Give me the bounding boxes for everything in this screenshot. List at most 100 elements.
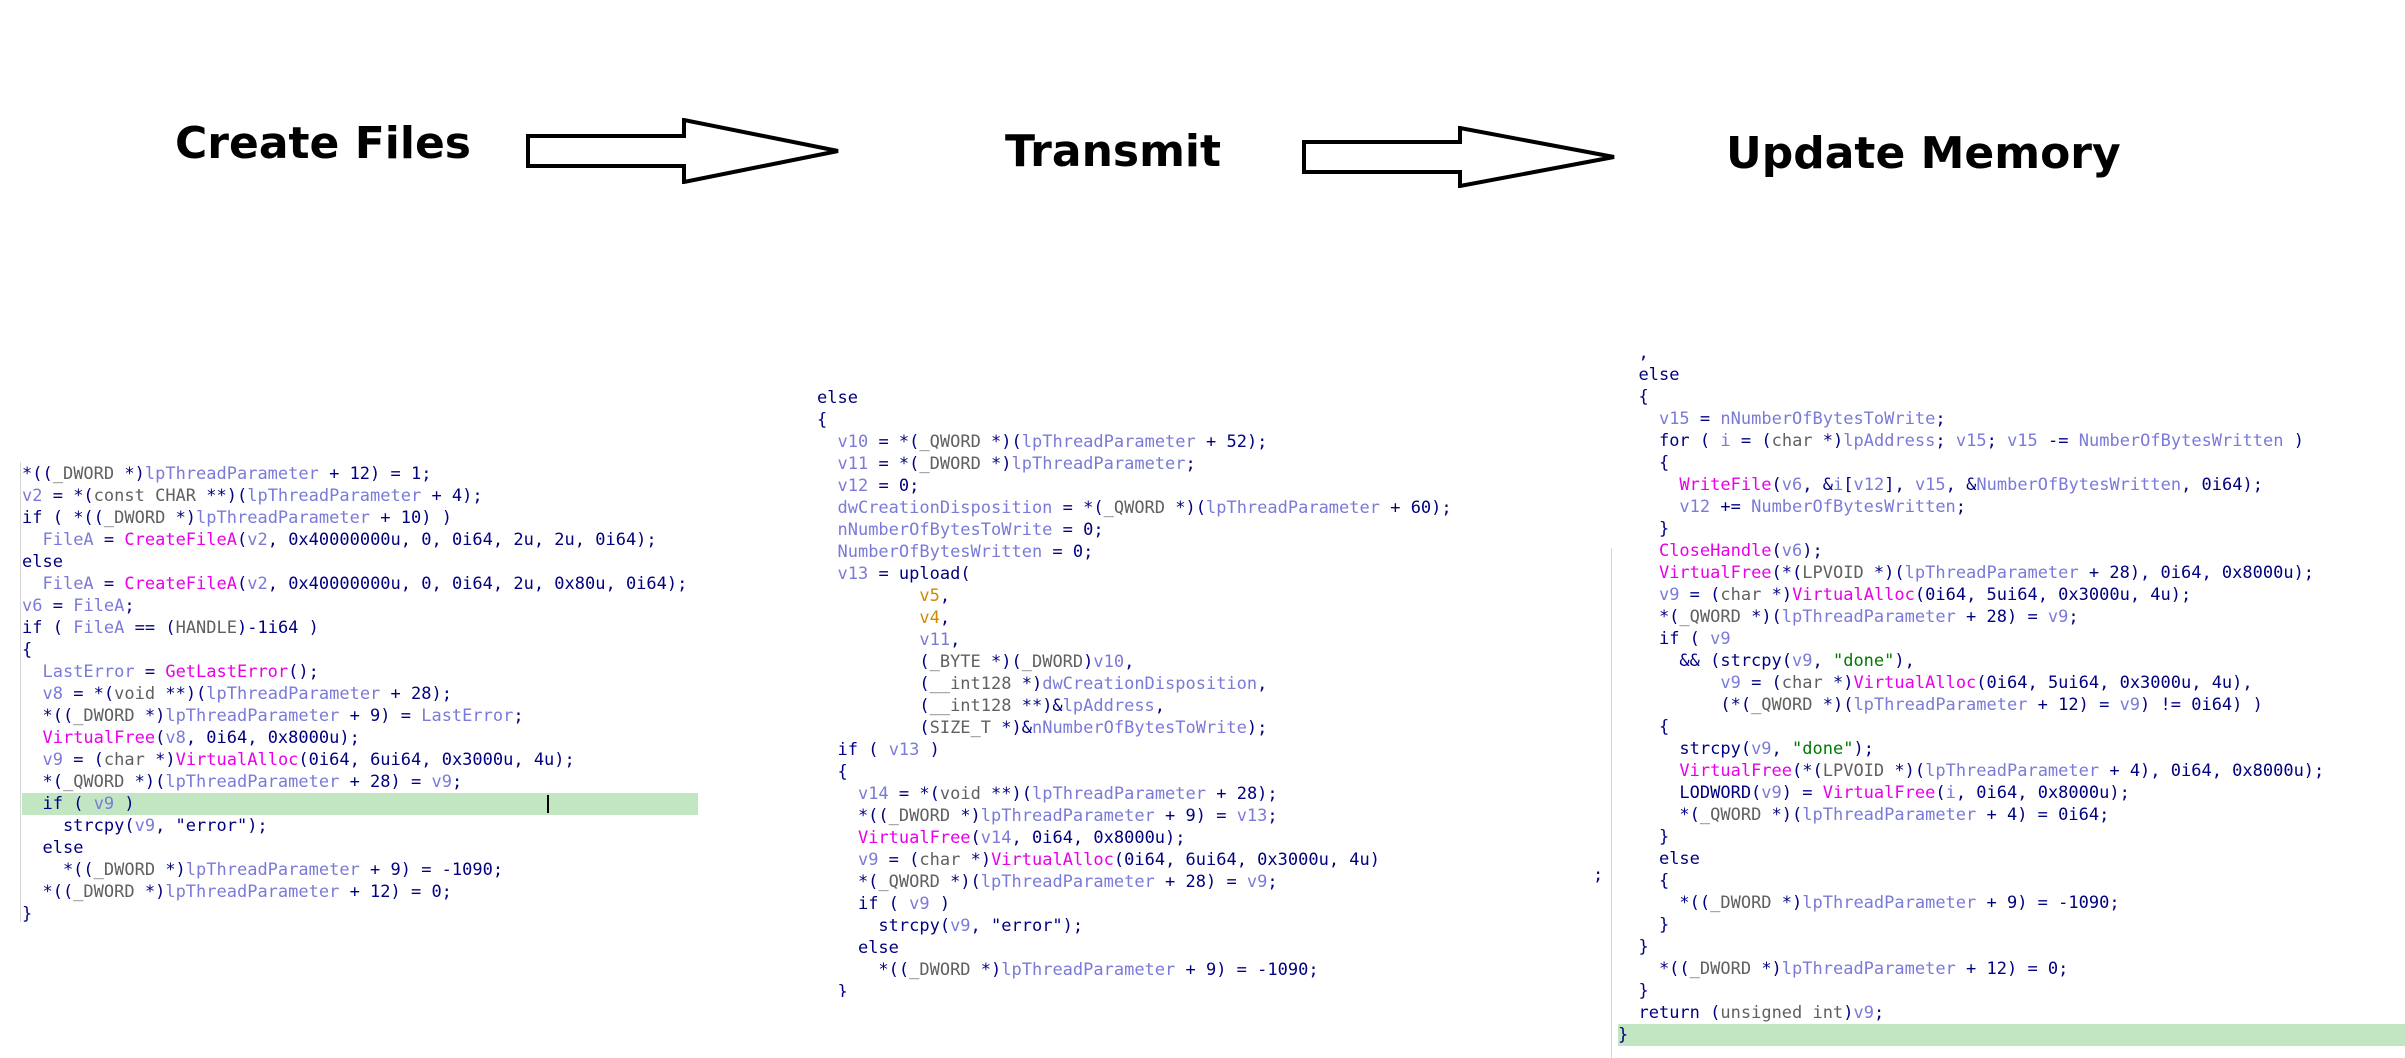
code-line[interactable]: else — [1618, 364, 2405, 386]
code-line[interactable]: if ( *((_DWORD *)lpThreadParameter + 10)… — [22, 507, 698, 529]
code-line[interactable]: if ( FileA == (HANDLE)-1i64 ) — [22, 617, 698, 639]
code-line[interactable]: strcpy(v9, "done"); — [1618, 738, 2405, 760]
code-line[interactable]: else — [22, 837, 698, 859]
code-line[interactable]: } — [1618, 936, 2405, 958]
code-line[interactable]: v11 = *(_DWORD *)lpThreadParameter; — [817, 453, 1457, 475]
code-line[interactable]: v9 = (char *)VirtualAlloc(0i64, 6ui64, 0… — [817, 849, 1457, 871]
code-line[interactable]: else — [1618, 848, 2405, 870]
code-token: *(( — [817, 806, 889, 826]
code-line[interactable]: v11, — [817, 629, 1457, 651]
code-line[interactable]: { — [1618, 870, 2405, 892]
code-line[interactable]: LastError = GetLastError(); — [22, 661, 698, 683]
code-token: v2 — [247, 530, 268, 550]
code-line[interactable]: *(_QWORD *)(lpThreadParameter + 28) = v9… — [22, 771, 698, 793]
code-token: else — [817, 388, 858, 408]
code-line[interactable]: (*(_QWORD *)(lpThreadParameter + 12) = v… — [1618, 694, 2405, 716]
code-line[interactable]: && (strcpy(v9, "done"), — [1618, 650, 2405, 672]
code-line[interactable]: else — [817, 937, 1457, 959]
code-line[interactable]: { — [22, 639, 698, 661]
code-line[interactable]: v15 = nNumberOfBytesToWrite; — [1618, 408, 2405, 430]
code-line[interactable]: { — [817, 409, 1457, 431]
code-line[interactable]: VirtualFree(*(LPVOID *)(lpThreadParamete… — [1618, 562, 2405, 584]
code-token: lpThreadParameter — [144, 464, 319, 484]
code-line[interactable]: v6 = FileA; — [22, 595, 698, 617]
code-line[interactable]: (__int128 *)dwCreationDisposition, — [817, 673, 1457, 695]
code-line[interactable]: v9 = (char *)VirtualAlloc(0i64, 5ui64, 0… — [1618, 672, 2405, 694]
code-line[interactable]: else — [22, 551, 698, 573]
code-token: VirtualFree — [1679, 761, 1793, 781]
code-line[interactable]: FileA = CreateFileA(v2, 0x40000000u, 0, … — [22, 573, 698, 595]
code-line[interactable]: VirtualFree(v8, 0i64, 0x8000u); — [22, 727, 698, 749]
code-line[interactable]: if ( v9 ) — [22, 793, 698, 815]
code-token: lpThreadParameter — [1904, 563, 2079, 583]
code-line[interactable]: v12 = 0; — [817, 475, 1457, 497]
code-line[interactable]: *((_DWORD *)lpThreadParameter + 9) = v13… — [817, 805, 1457, 827]
code-line[interactable]: *((_DWORD *)lpThreadParameter + 9) = -10… — [22, 859, 698, 881]
code-token: char — [919, 850, 961, 870]
code-line[interactable]: CloseHandle(v6); — [1618, 540, 2405, 562]
code-line[interactable]: v13 = upload( — [817, 563, 1457, 585]
code-line[interactable]: *((_DWORD *)lpThreadParameter + 9) = -10… — [1618, 892, 2405, 914]
code-line[interactable]: if ( v9 ) — [817, 893, 1457, 915]
code-line[interactable]: { — [1618, 452, 2405, 474]
code-line[interactable]: v9 = (char *)VirtualAlloc(0i64, 5ui64, 0… — [1618, 584, 2405, 606]
code-line[interactable]: VirtualFree(*(LPVOID *)(lpThreadParamete… — [1618, 760, 2405, 782]
code-line[interactable]: *(_QWORD *)(lpThreadParameter + 28) = v9… — [1618, 606, 2405, 628]
code-line[interactable]: LODWORD(v9) = VirtualFree(i, 0i64, 0x800… — [1618, 782, 2405, 804]
code-line[interactable]: *((_DWORD *)lpThreadParameter + 12) = 0; — [22, 881, 698, 903]
code-line[interactable]: } — [22, 903, 698, 925]
code-line[interactable]: nNumberOfBytesToWrite = 0; — [817, 519, 1457, 541]
code-line[interactable]: return (unsigned int)v9; — [1618, 1002, 2405, 1024]
code-line[interactable]: v8 = *(void **)(lpThreadParameter + 28); — [22, 683, 698, 705]
code-line[interactable]: strcpy(v9, "error"); — [817, 915, 1457, 937]
code-line[interactable]: NumberOfBytesWritten = 0; — [817, 541, 1457, 563]
code-line[interactable]: } — [817, 981, 1457, 997]
code-line[interactable]: dwCreationDisposition = *(_QWORD *)(lpTh… — [817, 497, 1457, 519]
code-line[interactable]: *(_QWORD *)(lpThreadParameter + 28) = v9… — [817, 871, 1457, 893]
code-line[interactable]: v10 = *(_QWORD *)(lpThreadParameter + 52… — [817, 431, 1457, 453]
code-line[interactable]: v12 += NumberOfBytesWritten; — [1618, 496, 2405, 518]
code-token: else — [1658, 849, 1700, 869]
code-line[interactable]: { — [1618, 716, 2405, 738]
code-line[interactable]: FileA = CreateFileA(v2, 0x40000000u, 0, … — [22, 529, 698, 551]
code-token: v9 — [1761, 783, 1782, 803]
code-token: } — [1618, 1025, 1629, 1045]
code-token: ; — [124, 596, 135, 616]
code-token — [817, 828, 858, 848]
code-line[interactable]: for ( i = (char *)lpAddress; v15; v15 -=… — [1618, 430, 2405, 452]
code-line[interactable]: v14 = *(void **)(lpThreadParameter + 28)… — [817, 783, 1457, 805]
code-line[interactable]: strcpy(v9, "error"); — [22, 815, 698, 837]
code-token: *) — [970, 960, 1002, 980]
code-line[interactable]: *((_DWORD *)lpThreadParameter + 9) = -10… — [817, 959, 1457, 981]
code-line[interactable]: } — [1618, 518, 2405, 540]
code-line[interactable]: v5, — [817, 585, 1457, 607]
code-token: v9 — [2047, 607, 2069, 627]
code-line[interactable]: (SIZE_T *)&nNumberOfBytesToWrite); — [817, 717, 1457, 739]
code-line[interactable]: } — [1618, 1024, 2405, 1046]
code-token: **)& — [1011, 696, 1063, 716]
code-line[interactable]: { — [1618, 386, 2405, 408]
code-line[interactable]: *(_QWORD *)(lpThreadParameter + 4) = 0i6… — [1618, 804, 2405, 826]
code-line[interactable]: (__int128 **)&lpAddress, — [817, 695, 1457, 717]
code-line[interactable]: if ( v9 — [1618, 628, 2405, 650]
code-token — [1618, 563, 1659, 583]
code-line[interactable]: } — [1618, 914, 2405, 936]
code-line[interactable]: v9 = (char *)VirtualAlloc(0i64, 6ui64, 0… — [22, 749, 698, 771]
code-line[interactable]: *((_DWORD *)lpThreadParameter + 12) = 0; — [1618, 958, 2405, 980]
code-line[interactable]: VirtualFree(v14, 0i64, 0x8000u); — [817, 827, 1457, 849]
code-line[interactable]: v2 = *(const CHAR **)(lpThreadParameter … — [22, 485, 698, 507]
code-token: *)( — [1812, 695, 1854, 715]
code-line[interactable]: WriteFile(v6, &i[v12], v15, &NumberOfByt… — [1618, 474, 2405, 496]
code-line[interactable]: } — [1618, 980, 2405, 1002]
code-line[interactable]: if ( v13 ) — [817, 739, 1457, 761]
code-token: *) — [144, 750, 176, 770]
code-line[interactable]: v4, — [817, 607, 1457, 629]
code-token: , — [1771, 739, 1793, 759]
code-line[interactable]: (_BYTE *)(_DWORD)v10, — [817, 651, 1457, 673]
code-line[interactable]: *((_DWORD *)lpThreadParameter + 9) = Las… — [22, 705, 698, 727]
code-line[interactable]: *((_DWORD *)lpThreadParameter + 12) = 1; — [22, 463, 698, 485]
code-line[interactable]: else — [817, 387, 1457, 409]
code-line[interactable]: , — [1618, 342, 2405, 364]
code-line[interactable]: } — [1618, 826, 2405, 848]
code-line[interactable]: { — [817, 761, 1457, 783]
